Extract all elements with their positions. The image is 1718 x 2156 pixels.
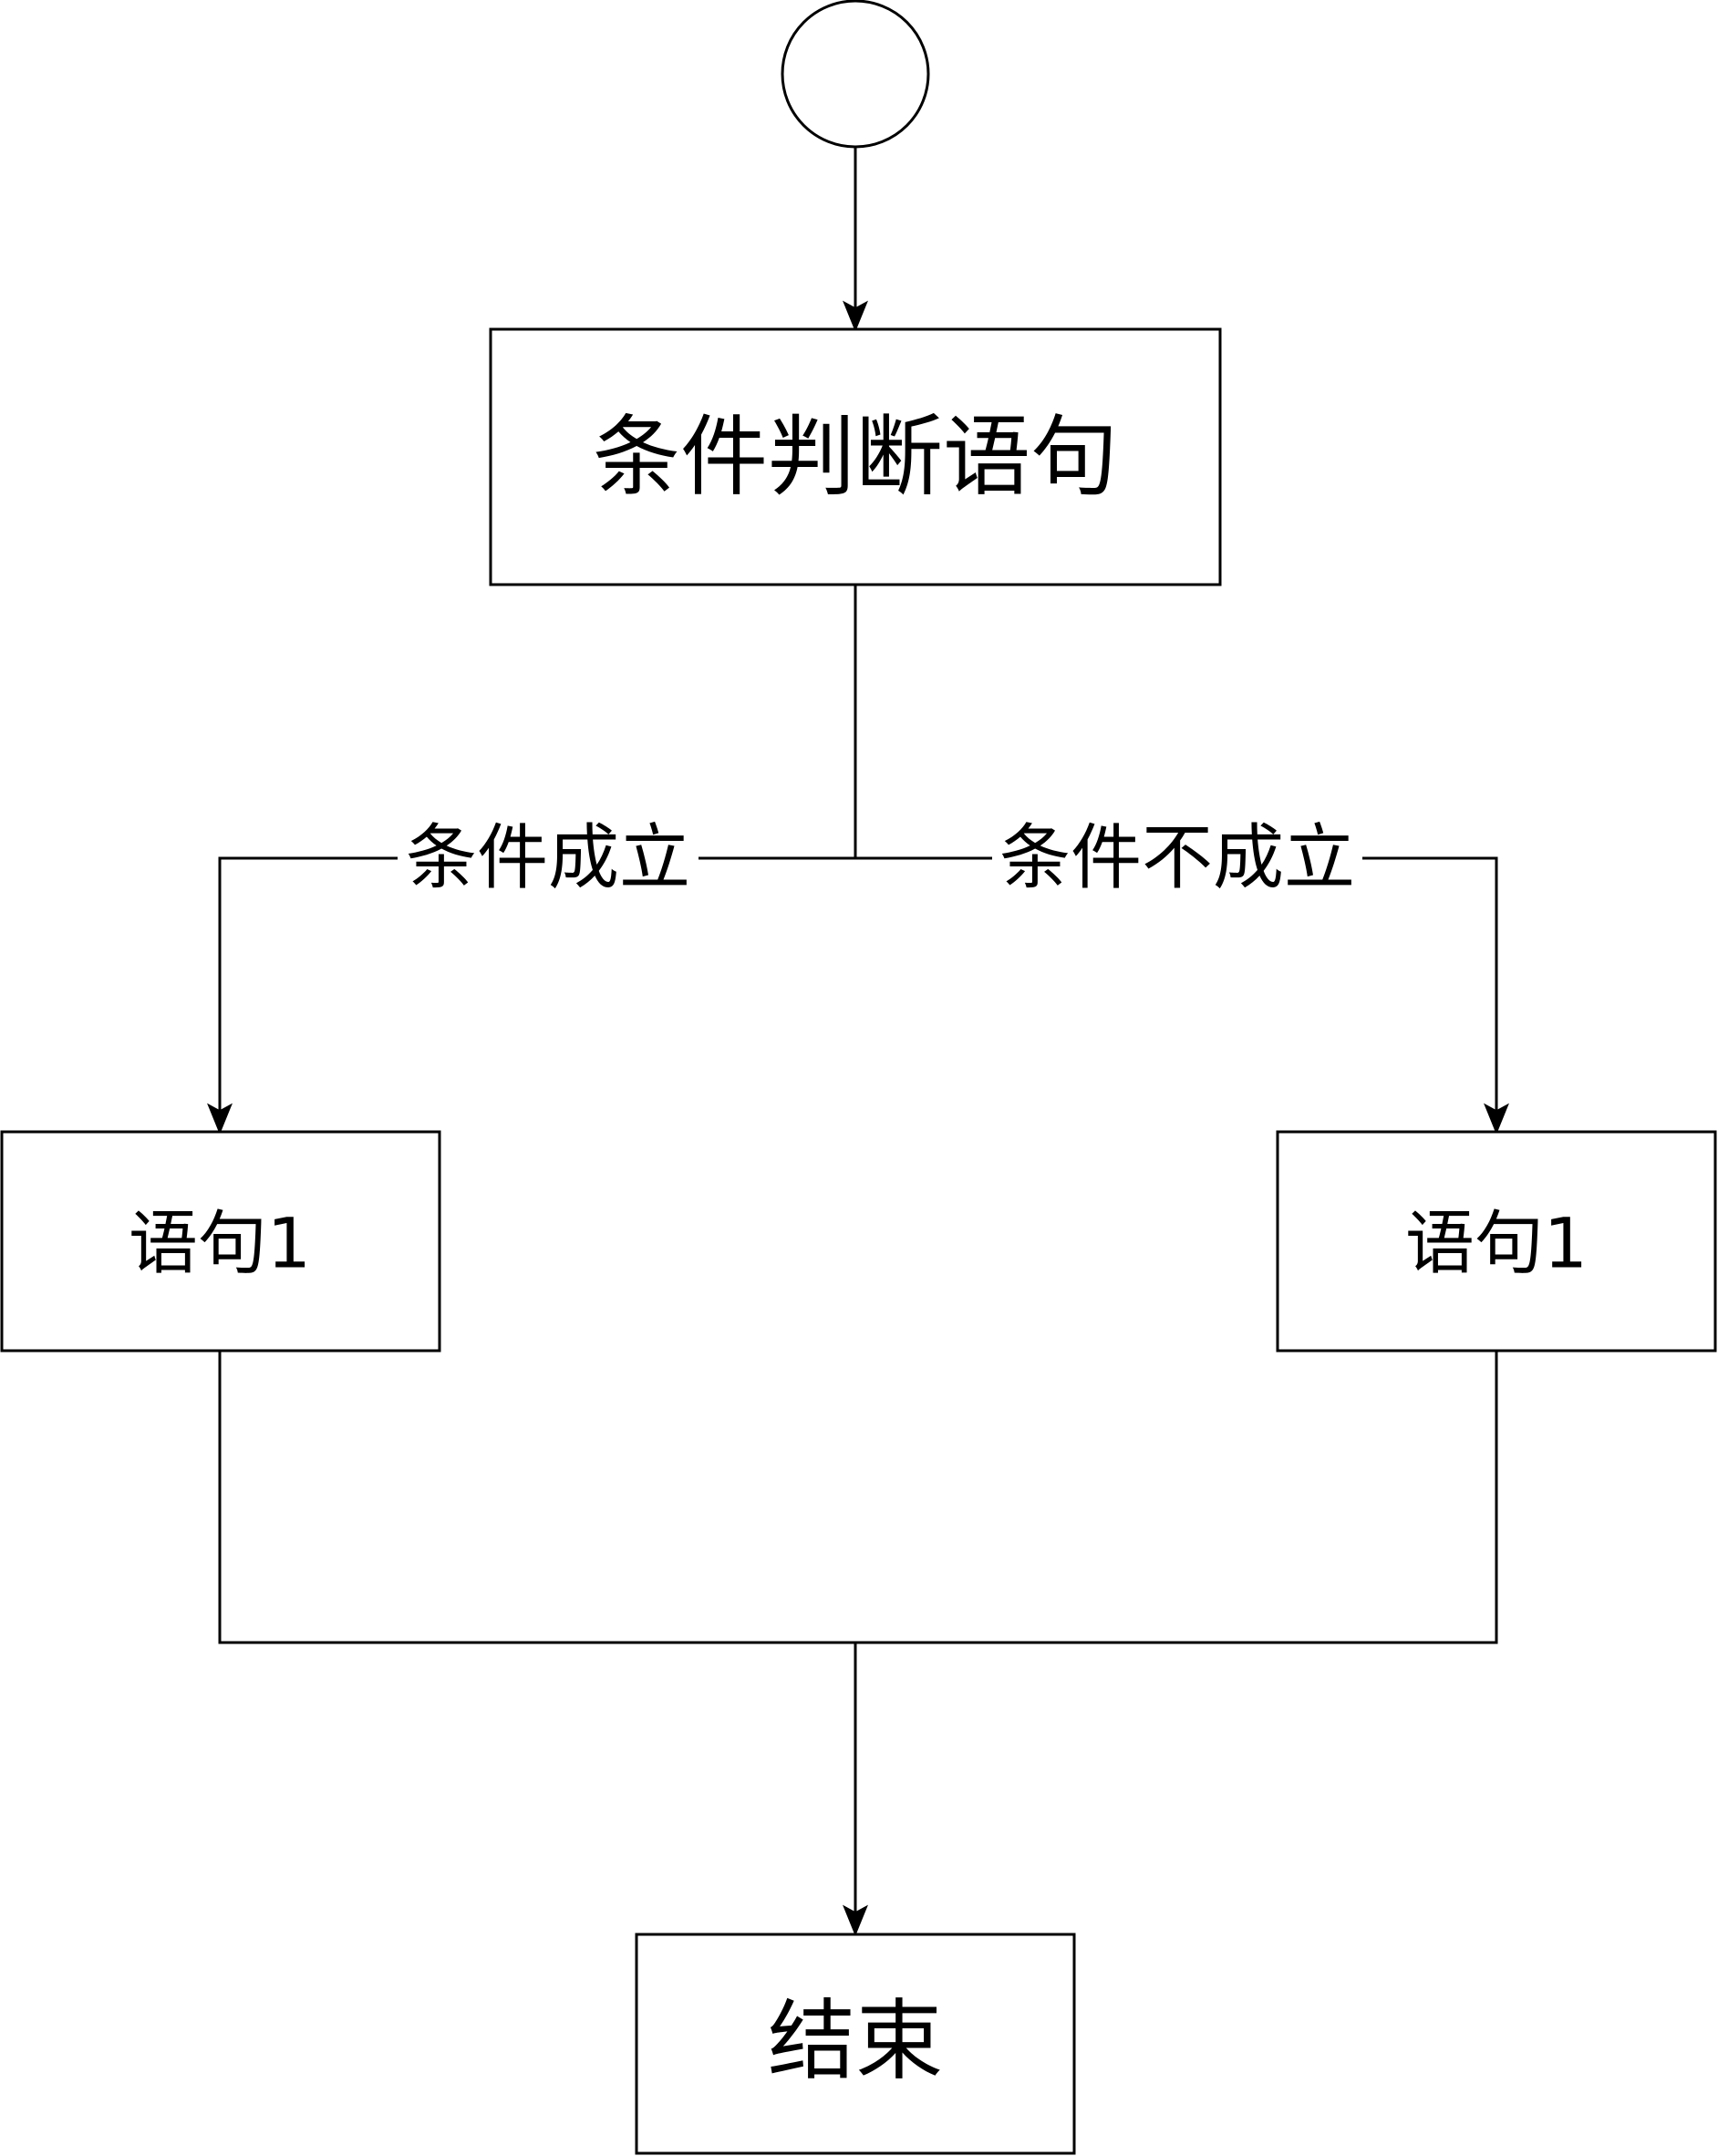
false-branch-label-group: 条件不成立 — [992, 817, 1362, 899]
condition-node[interactable]: 条件判断语句 — [489, 327, 1222, 586]
statement-right-box — [1276, 1130, 1717, 1353]
arrowhead-into-condition — [843, 300, 868, 332]
statement-right-label: 语句1 — [1405, 1203, 1588, 1284]
condition-label: 条件判断语句 — [593, 406, 1118, 508]
condition-box — [489, 327, 1222, 586]
false-branch-label: 条件不成立 — [999, 817, 1355, 899]
arrowhead-into-right-statement — [1484, 1103, 1509, 1135]
true-branch-label: 条件成立 — [406, 817, 690, 899]
statement-right-node[interactable]: 语句1 — [1276, 1130, 1717, 1353]
arrowheads — [207, 300, 1509, 1936]
statement-left-node[interactable]: 语句1 — [0, 1130, 441, 1353]
true-branch-label-bg — [398, 819, 699, 899]
arrowhead-into-left-statement — [207, 1103, 233, 1135]
end-box — [635, 1933, 1076, 2155]
start-node[interactable] — [781, 0, 930, 149]
arrowhead-into-end — [843, 1904, 868, 1936]
statement-left-box — [0, 1130, 441, 1353]
true-branch-label-group: 条件成立 — [398, 817, 699, 899]
false-branch-label-bg — [992, 819, 1362, 899]
end-node[interactable]: 结束 — [635, 1933, 1076, 2155]
end-label: 结束 — [768, 1990, 943, 2092]
statement-left-label: 语句1 — [129, 1203, 311, 1284]
connector-merge — [218, 1352, 1498, 1644]
